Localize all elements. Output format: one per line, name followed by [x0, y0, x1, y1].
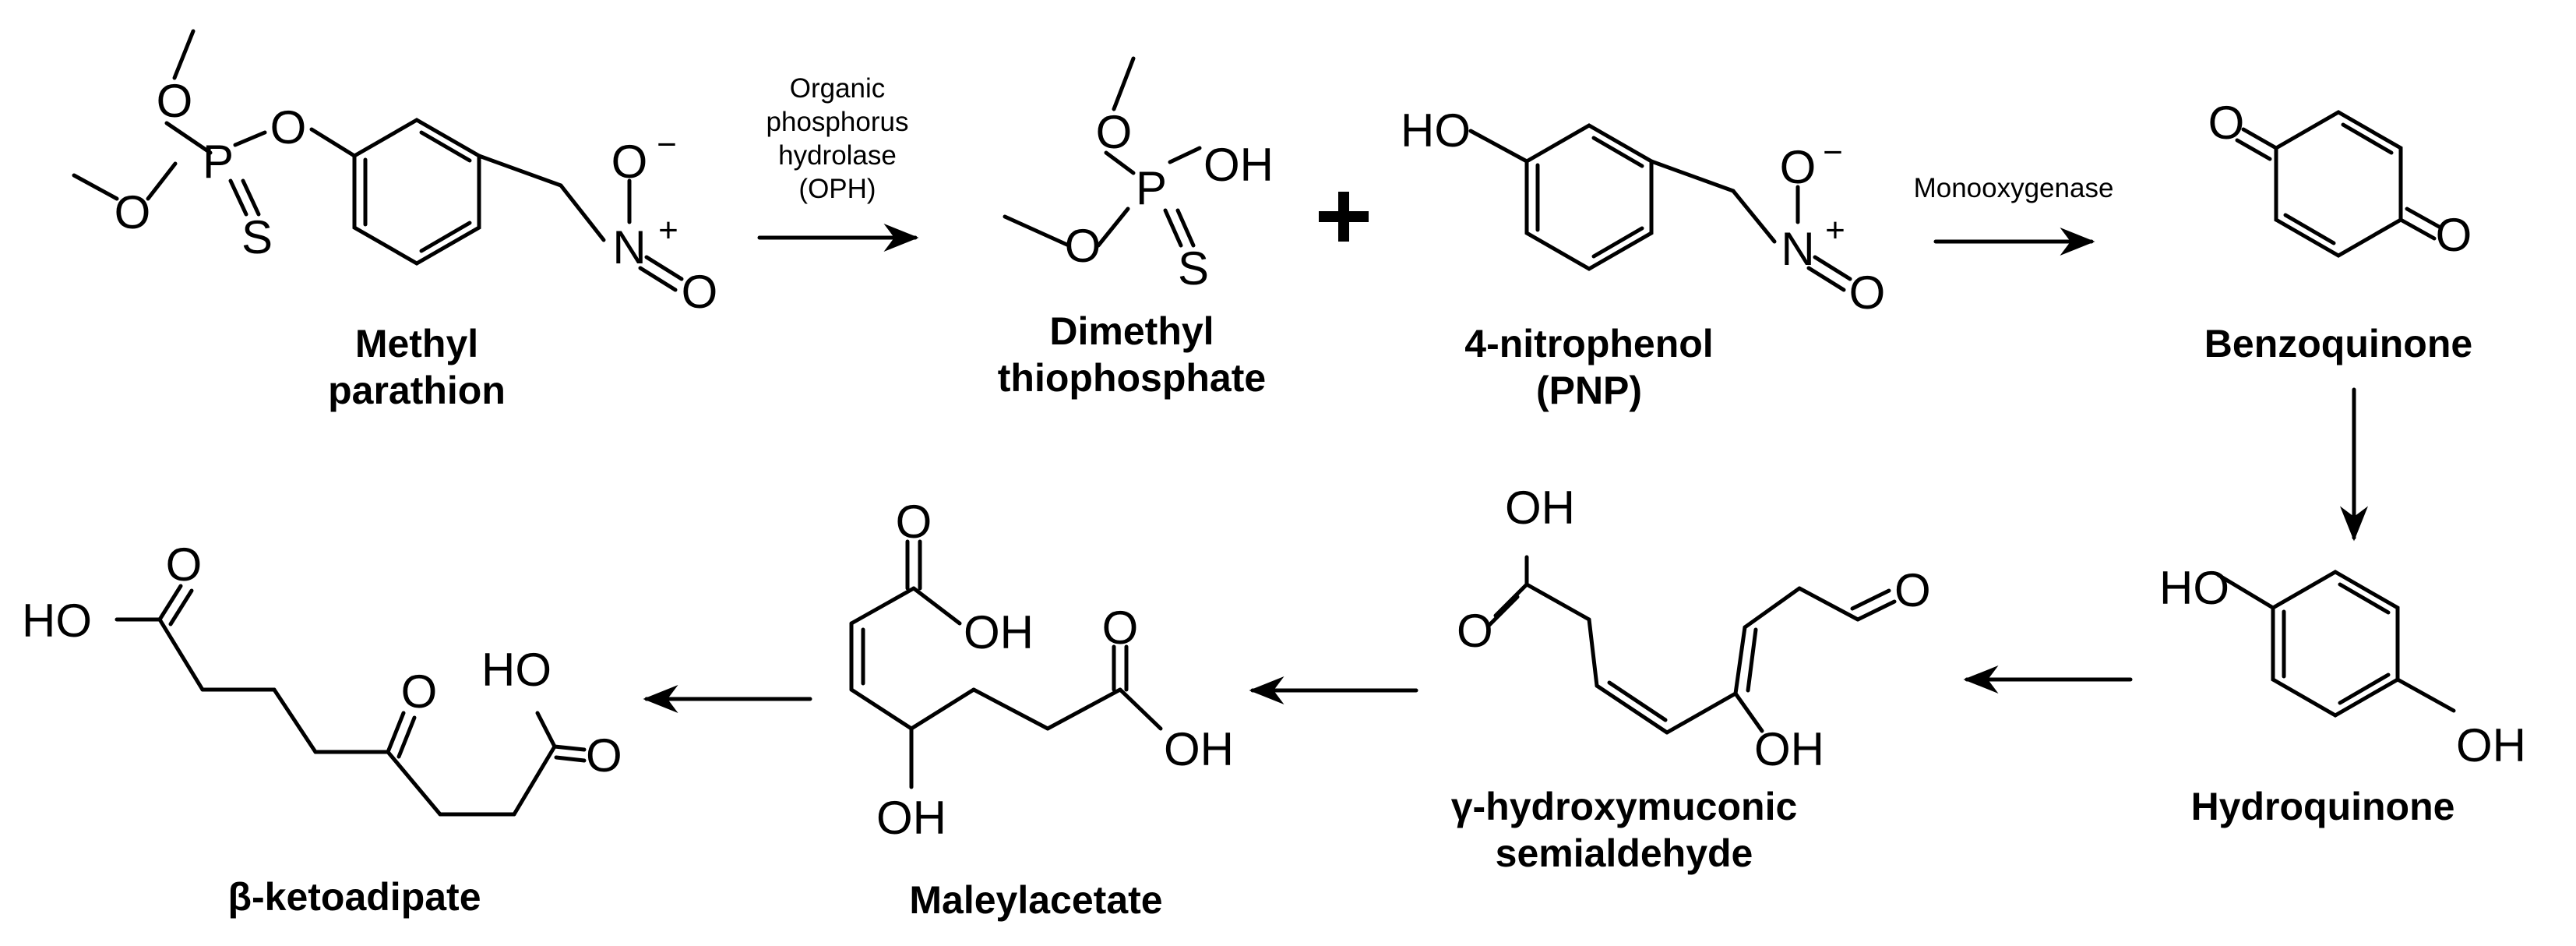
label-maleylacetate: Maleylacetate — [909, 878, 1162, 922]
bq-oxygen-right: O — [2436, 209, 2472, 261]
ma-oxygen-top-acid: O — [896, 496, 932, 548]
ka-hydroxyl-right-acid: HO — [481, 644, 551, 696]
mp-oxygen-nitro-top: O — [611, 136, 648, 188]
enzyme-oph-1: Organic — [790, 73, 886, 104]
methyl-parathion-structure: O P O O S O − N + O — [72, 29, 718, 318]
label-pnp-2: (PNP) — [1536, 369, 1642, 412]
pnp-hydroxyl: HO — [1401, 104, 1471, 157]
label-pnp-1: 4-nitrophenol — [1464, 322, 1713, 365]
enzyme-oph-2: phosphorus — [766, 107, 909, 137]
dtp-oxygen-top: O — [1096, 106, 1133, 158]
label-dimethyl-thiophosphate-2: thiophosphate — [998, 356, 1266, 400]
enzyme-oph-4: (OPH) — [798, 174, 876, 204]
mp-oxygen-ester: O — [270, 101, 307, 154]
dtp-hydroxyl: OH — [1203, 139, 1274, 191]
ma-hydroxyl-side-acid: OH — [1164, 723, 1234, 775]
label-ketoadipate: β-ketoadipate — [227, 875, 481, 919]
ma-hydroxyl-top-acid: OH — [964, 606, 1034, 658]
label-hydroquinone: Hydroquinone — [2191, 785, 2455, 828]
bq-oxygen-left: O — [2208, 97, 2245, 149]
monooxygenase-reaction-arrow: Monooxygenase — [1914, 173, 2114, 256]
mp-oxygen-top: O — [157, 75, 193, 127]
dtp-phosphorus: P — [1136, 162, 1167, 214]
label-dimethyl-thiophosphate-1: Dimethyl — [1049, 309, 1214, 353]
pnp-oxygen-nitro-right: O — [1849, 267, 1886, 319]
pnp-nitrogen: N — [1781, 223, 1814, 275]
label-methyl-parathion-1: Methyl — [355, 322, 478, 365]
maleylacetate-structure: O OH O OH OH — [849, 496, 1234, 844]
pnp-oxygen-nitro-top: O — [1780, 141, 1817, 193]
mp-phosphorus: P — [203, 136, 234, 188]
dtp-oxygen-left: O — [1065, 220, 1101, 272]
mp-nitrogen: N — [612, 221, 646, 274]
ka-oxygen-left-acid: O — [166, 538, 203, 591]
pnp-plus-charge: + — [1825, 211, 1845, 249]
sa-oxygen-acid: O — [1457, 605, 1493, 657]
dimethyl-thiophosphate-structure: O P OH O S — [1003, 56, 1274, 295]
dtp-sulfur: S — [1178, 242, 1209, 295]
ketoadipate-structure: HO O O HO O — [22, 538, 622, 817]
mp-minus-charge: − — [657, 125, 677, 164]
mp-oxygen-left: O — [115, 186, 151, 238]
ma-oxygen-side-acid: O — [1102, 602, 1139, 654]
label-benzoquinone: Benzoquinone — [2204, 322, 2472, 365]
sa-hydroxyl-acid: OH — [1505, 482, 1575, 534]
label-methyl-parathion-2: parathion — [328, 369, 506, 412]
plus-sign — [1319, 192, 1369, 242]
enzyme-monooxygenase: Monooxygenase — [1914, 173, 2114, 203]
ma-hydroxyl-alcohol: OH — [876, 792, 946, 844]
ka-hydroxyl-left-acid: HO — [22, 595, 92, 647]
ka-oxygen-ketone: O — [401, 665, 438, 718]
ka-oxygen-right-acid: O — [586, 729, 622, 782]
benzoquinone-structure: O O — [2208, 97, 2472, 261]
mp-oxygen-nitro-right: O — [682, 266, 718, 318]
enzyme-oph-3: hydrolase — [778, 140, 897, 171]
hq-hydroxyl-left: HO — [2159, 562, 2229, 614]
semialdehyde-structure: OH O OH O — [1457, 482, 1931, 775]
label-semialdehyde-1: γ-hydroxymuconic — [1451, 785, 1798, 828]
sa-hydroxyl-enol: OH — [1754, 723, 1824, 775]
hydroquinone-structure: HO OH — [2159, 562, 2526, 771]
label-semialdehyde-2: semialdehyde — [1496, 831, 1753, 875]
pnp-minus-charge: − — [1823, 133, 1843, 171]
mp-plus-charge: + — [658, 211, 678, 249]
pnp-structure: HO O − N + O — [1401, 104, 1885, 319]
sa-oxygen-aldehyde: O — [1894, 564, 1931, 616]
hq-hydroxyl-right: OH — [2456, 719, 2526, 771]
oph-reaction-arrow: Organic phosphorus hydrolase (OPH) — [757, 73, 919, 252]
mp-sulfur: S — [241, 211, 273, 263]
